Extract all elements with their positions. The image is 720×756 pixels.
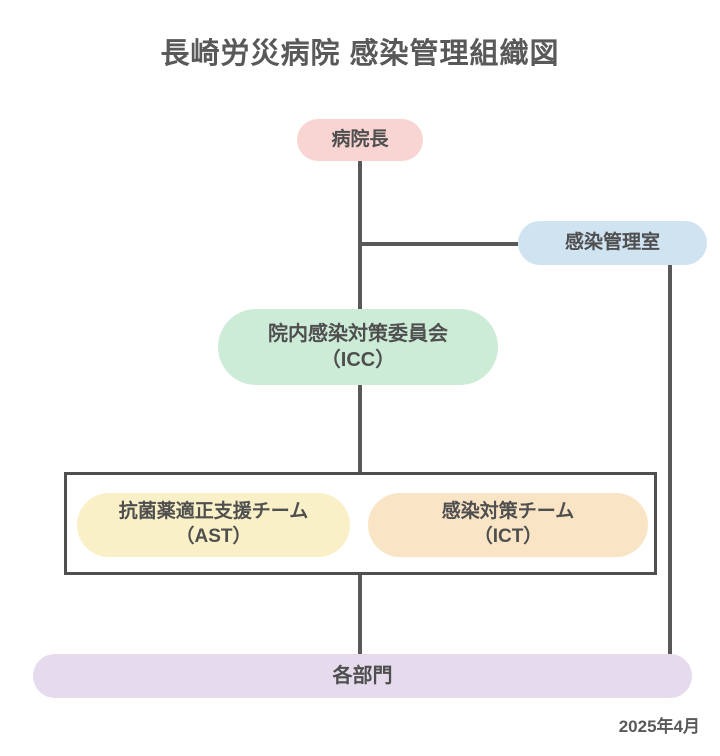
node-infection-control-office: 感染管理室 <box>518 221 707 265</box>
node-infection-control-team: 感染対策チーム （ICT） <box>368 493 648 557</box>
node-hospital-director: 病院長 <box>297 119 423 161</box>
node-all-departments-label: 各部門 <box>332 665 393 687</box>
node-ict-label-line2: （ICT） <box>473 526 543 547</box>
node-ict-label-line1: 感染対策チーム <box>441 501 575 523</box>
connector-teams-to-departments <box>358 573 362 655</box>
node-ast-label-line2: （AST） <box>175 526 252 547</box>
node-all-departments: 各部門 <box>33 654 692 698</box>
node-icc-label-line1: 院内感染対策委員会 <box>268 323 448 345</box>
page-title: 長崎労災病院 感染管理組織図 <box>160 38 560 70</box>
node-antimicrobial-stewardship-team: 抗菌薬適正支援チーム （AST） <box>77 493 350 557</box>
node-ast-label-line1: 抗菌薬適正支援チーム <box>118 501 309 523</box>
node-icc-label-line2: （ICC） <box>320 349 396 371</box>
node-infection-control-office-label: 感染管理室 <box>564 231 660 253</box>
connector-kanri-to-departments <box>668 263 672 655</box>
connector-branch-to-kanri <box>360 242 518 246</box>
date-note: 2025年4月 <box>618 717 700 736</box>
node-hospital-director-label: 病院長 <box>331 128 389 150</box>
node-infection-control-committee: 院内感染対策委員会 （ICC） <box>218 309 498 385</box>
connector-icc-to-teams <box>358 385 362 473</box>
connector-director-to-icc <box>358 161 362 311</box>
